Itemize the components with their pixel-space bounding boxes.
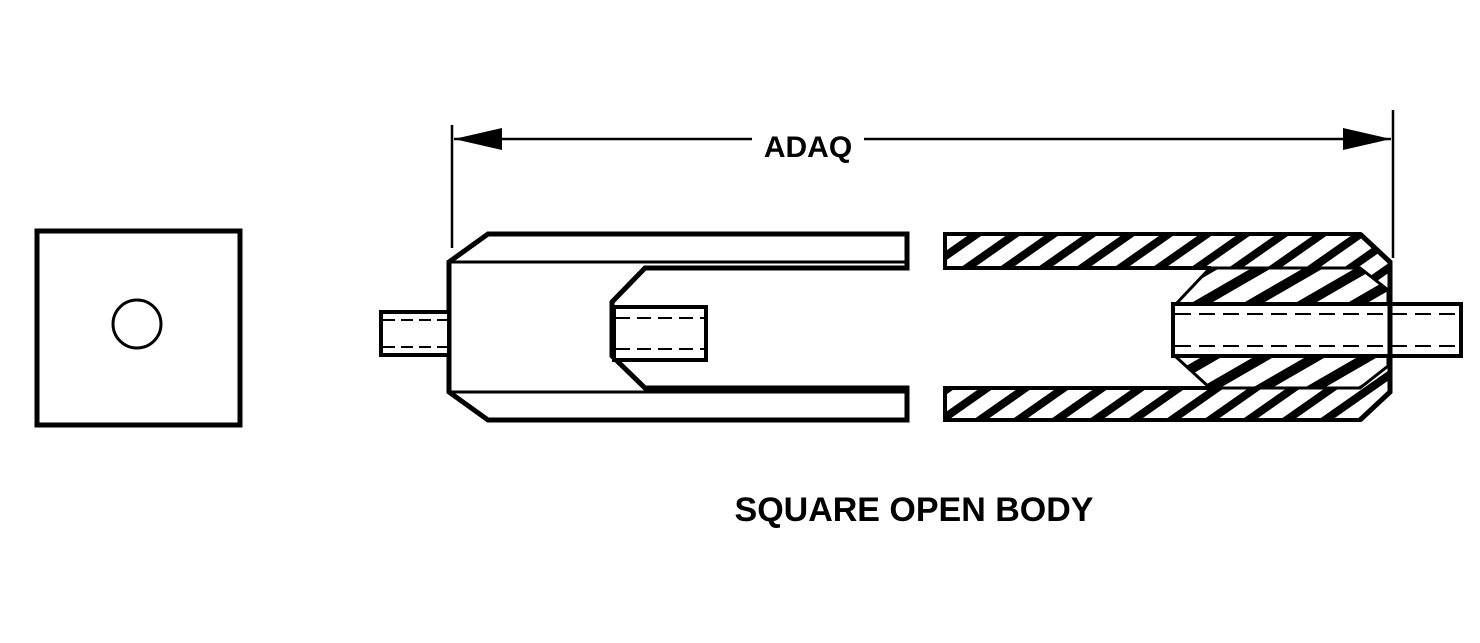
drawing-caption: SQUARE OPEN BODY — [735, 491, 1094, 529]
right-end-outline — [1358, 232, 1393, 422]
left-threaded-hole — [612, 305, 708, 362]
left-threaded-stud — [379, 310, 451, 357]
overall-length-dimension: ADAQ — [450, 110, 1395, 258]
right-threaded-shaft — [1171, 302, 1463, 358]
dimension-label: ADAQ — [764, 131, 852, 164]
end-view — [34, 228, 243, 428]
right-arrowhead — [1343, 128, 1391, 150]
left-arrowhead — [454, 128, 502, 150]
left-body-exterior — [379, 231, 910, 423]
right-thread-section-top — [1171, 266, 1390, 307]
right-body-section — [943, 232, 1463, 422]
right-thread-section-bottom — [1171, 354, 1390, 390]
center-hole — [111, 298, 163, 350]
